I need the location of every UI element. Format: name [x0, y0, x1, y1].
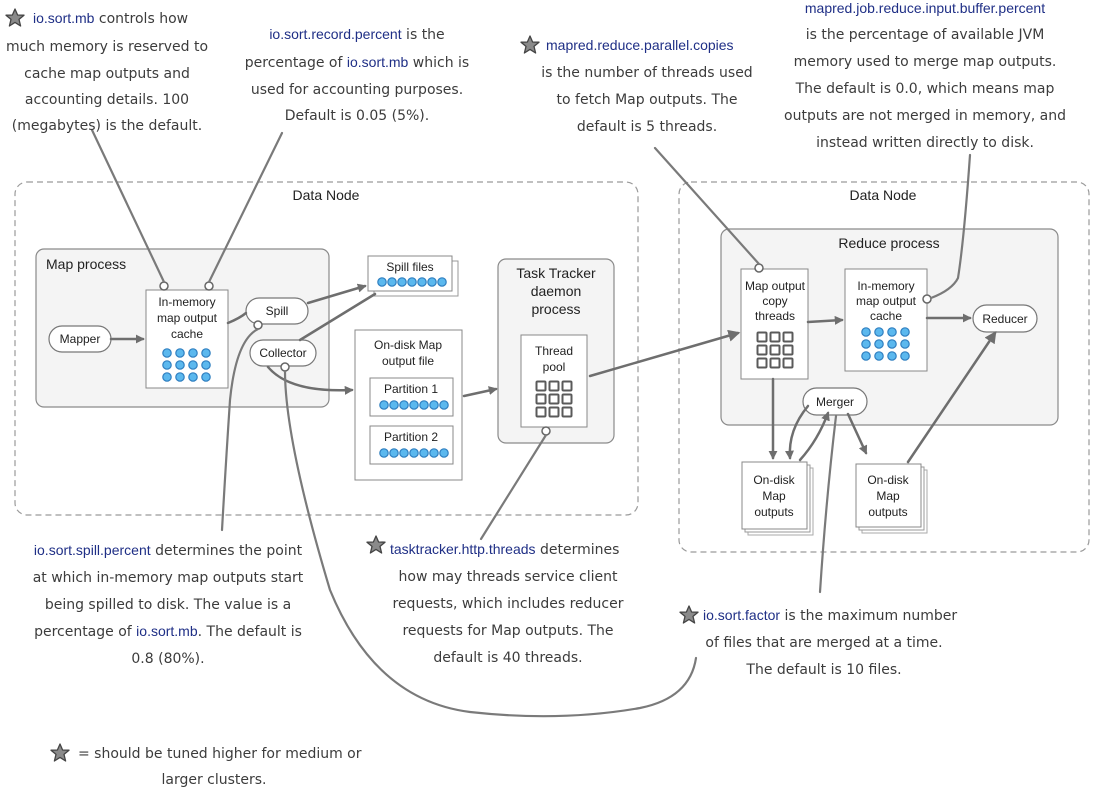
note-input-buffer-line-2: is the percentage of available JVM — [806, 27, 1045, 43]
legend-line-2: larger clusters. — [161, 772, 266, 788]
note-http-threads-line-1: tasktracker.http.threads determines — [390, 541, 619, 558]
note-sort-factor-line-3: The default is 10 files. — [745, 662, 901, 678]
partition-2-label: Partition 2 — [384, 430, 438, 444]
mapper-label: Mapper — [60, 332, 101, 346]
reduce-cache-label-1: In-memory — [857, 279, 914, 293]
note-spill-percent-line-5: 0.8 (80%). — [131, 651, 204, 667]
note-input-buffer-line-5: outputs are not merged in memory, and — [784, 108, 1066, 124]
note-sort-factor-line-1: io.sort.factor is the maximum number — [703, 607, 957, 624]
reduce-cache-label-2: map output — [856, 294, 917, 308]
legend-star-icon — [50, 743, 70, 762]
note-parallel-copies-line-3: to fetch Map outputs. The — [557, 92, 738, 108]
map-cache-box — [145, 289, 229, 389]
spill-percent-anchor — [253, 320, 263, 330]
note-http-threads-line-4: requests for Map outputs. The — [402, 623, 613, 639]
note-spill-percent-line-1: io.sort.spill.percent determines the poi… — [34, 542, 303, 559]
note-parallel-copies-line-4: default is 5 threads. — [577, 119, 717, 135]
spill-node — [245, 297, 309, 325]
map-process-title: Map process — [46, 256, 126, 272]
note-http-threads-line-5: default is 40 threads. — [433, 650, 582, 666]
merger-label: Merger — [816, 395, 854, 409]
map-cache-label-2: map output — [157, 311, 218, 325]
left-data-node — [14, 181, 639, 516]
note-sort-mb-line-1: io.sort.mb controls how — [33, 10, 188, 27]
note-input-buffer-line-3: memory used to merge map outputs. — [794, 54, 1057, 70]
left-data-node-title: Data Node — [293, 187, 360, 203]
note-sort-mb-line-5: (megabytes) is the default. — [12, 118, 202, 134]
parallel-copies-anchor — [754, 263, 764, 273]
reduce-cache-box — [844, 268, 928, 372]
note-input-buffer-line-1: mapred.job.reduce.input.buffer.percent — [805, 0, 1045, 16]
ondisk-output-label-2: output file — [382, 354, 434, 368]
note-parallel-copies-line-1: mapred.reduce.parallel.copies — [546, 37, 734, 53]
reducer-node — [972, 304, 1038, 333]
reducer-label: Reducer — [982, 312, 1027, 326]
star-icon-http-threads — [366, 535, 386, 554]
thread-pool-label-1: Thread — [535, 344, 573, 358]
ondisk-outputs-2-label-3: outputs — [868, 505, 907, 519]
ondisk-outputs-2-label-2: Map — [876, 489, 900, 503]
note-record-percent-line-1: io.sort.record.percent is the — [269, 26, 444, 43]
note-input-buffer-line-6: instead written directly to disk. — [816, 135, 1034, 151]
map-cache-label-3: cache — [171, 327, 203, 341]
ondisk-outputs-1-label-2: Map — [762, 489, 786, 503]
sort-factor-anchor — [280, 362, 290, 372]
note-input-buffer-line-4: The default is 0.0, which means map — [795, 81, 1055, 97]
task-tracker-label-2: daemon — [531, 283, 582, 299]
copy-threads-grid — [756, 331, 794, 369]
right-data-node — [678, 181, 1090, 553]
star-icon-sort-factor — [679, 605, 699, 624]
ondisk-outputs-2-label-1: On-disk — [867, 473, 909, 487]
reduce-cache-label-3: cache — [870, 309, 902, 323]
note-http-threads-line-2: how may threads service client — [399, 569, 618, 585]
input-buffer-anchor — [922, 294, 932, 304]
copy-threads-label-3: threads — [755, 309, 795, 323]
callout-lines — [90, 128, 972, 718]
note-record-percent-line-4: Default is 0.05 (5%). — [285, 108, 429, 124]
spill-label: Spill — [266, 304, 289, 318]
task-tracker-label-3: process — [531, 301, 580, 317]
note-spill-percent-line-2: at which in-memory map outputs start — [33, 570, 304, 586]
note-record-percent-line-2: percentage of io.sort.mb which is — [245, 54, 469, 71]
collector-label: Collector — [259, 346, 306, 360]
right-data-node-title: Data Node — [850, 187, 917, 203]
note-spill-percent-line-3: being spilled to disk. The value is a — [45, 597, 291, 613]
task-tracker-label-1: Task Tracker — [516, 265, 596, 281]
record-percent-anchor — [204, 281, 214, 291]
http-threads-anchor — [541, 426, 551, 436]
note-sort-mb-line-3: cache map outputs and — [24, 66, 190, 82]
partition-1-label: Partition 1 — [384, 382, 438, 396]
copy-threads-label-2: copy — [762, 294, 787, 308]
legend-line-1: = should be tuned higher for medium or — [78, 746, 362, 762]
ondisk-map-outputs-2 — [855, 463, 928, 534]
reduce-process-title: Reduce process — [838, 235, 939, 251]
note-sort-mb-line-2: much memory is reserved to — [6, 39, 208, 55]
spill-files-label: Spill files — [386, 260, 433, 274]
star-icon-parallel-copies — [520, 35, 540, 54]
note-sort-mb-line-4: accounting details. 100 — [25, 92, 189, 108]
note-spill-percent-line-4: percentage of io.sort.mb. The default is — [34, 623, 302, 640]
ondisk-map-outputs-1 — [741, 461, 814, 536]
ondisk-output-label-1: On-disk Map — [374, 338, 442, 352]
merger-node — [802, 387, 868, 416]
note-http-threads-line-3: requests, which includes reducer — [393, 596, 624, 612]
note-sort-factor-line-2: of files that are merged at a time. — [705, 635, 942, 651]
flow-arrows — [109, 283, 997, 464]
copy-threads-label-1: Map output — [745, 279, 806, 293]
star-icon-sort-mb — [5, 8, 25, 27]
ondisk-outputs-1-label-1: On-disk — [753, 473, 795, 487]
ondisk-outputs-1-label-3: outputs — [754, 505, 793, 519]
sort-mb-anchor — [159, 281, 169, 291]
note-record-percent-line-3: used for accounting purposes. — [251, 82, 463, 98]
thread-pool-threads — [535, 380, 573, 418]
note-parallel-copies-line-2: is the number of threads used — [541, 65, 752, 81]
thread-pool-label-2: pool — [543, 360, 566, 374]
map-cache-label-1: In-memory — [158, 295, 215, 309]
